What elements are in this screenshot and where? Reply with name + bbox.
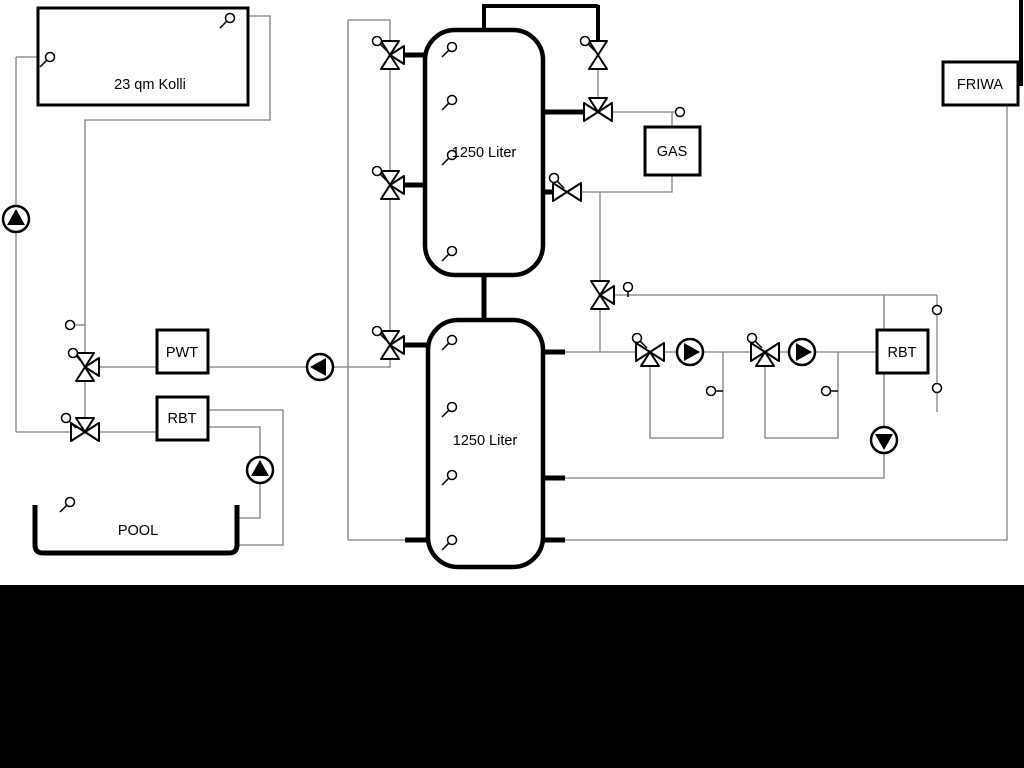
pipe (348, 19, 391, 47)
friwa-label: FRIWA (957, 77, 1004, 93)
tank1-label: 1250 Liter (452, 145, 517, 161)
pipe (208, 359, 391, 368)
pool-vessel (32, 505, 240, 556)
tank2-label: 1250 Liter (453, 433, 518, 449)
rbt-left-heat-exchanger-box (155, 395, 210, 442)
pump-circuit1 (675, 337, 705, 367)
pump-circuit2 (787, 337, 817, 367)
pipe (649, 352, 724, 439)
pump-solar (1, 204, 31, 234)
pump-pool (245, 455, 275, 485)
sensor-solar-supply (64, 319, 76, 331)
pump-charge (305, 352, 335, 382)
hot-main-pipe (482, 4, 598, 30)
pipe (764, 352, 839, 439)
gas-label: GAS (657, 144, 688, 160)
letterbox-bar (0, 585, 1024, 768)
rbt-left-label: RBT (168, 411, 197, 427)
buffer-tank-2 (425, 317, 546, 570)
pwt-heat-exchanger-box (155, 328, 210, 375)
rbt-right-heat-exchanger-box (875, 328, 930, 375)
rbt-right-label: RBT (888, 345, 917, 361)
pipe (565, 373, 885, 479)
pipe (208, 409, 284, 546)
pool-label: POOL (118, 523, 158, 539)
sensor-rbt-line-2 (931, 382, 943, 394)
pipe (581, 175, 673, 193)
sensor-rbt-line-1 (931, 304, 943, 316)
friwa-station-box (941, 60, 1020, 107)
pipe (84, 15, 271, 361)
pipe (565, 105, 1008, 541)
pwt-label: PWT (166, 345, 198, 361)
sensor-gas-line (674, 106, 686, 118)
gas-boiler-box (643, 125, 702, 177)
collector-label: 23 qm Kolli (114, 77, 186, 93)
buffer-tank-1 (422, 27, 546, 278)
solar-collector-box (36, 6, 250, 107)
pipe-network (15, 15, 1008, 546)
pump-rbt-return (869, 425, 899, 455)
